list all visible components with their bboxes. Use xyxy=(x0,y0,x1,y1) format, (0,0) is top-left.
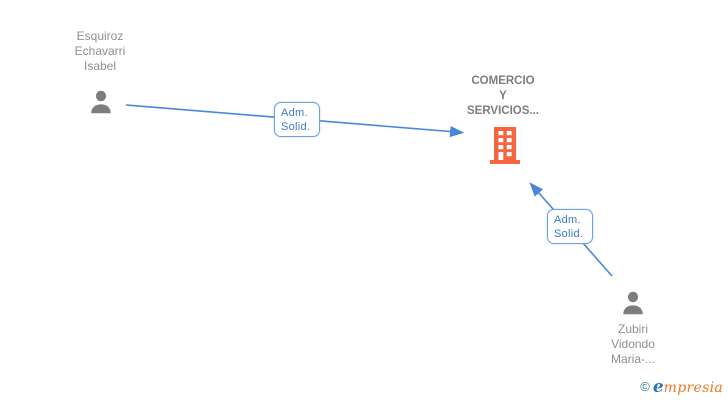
person1-node-icon[interactable] xyxy=(86,87,116,117)
company-name-line1: COMERCIO xyxy=(471,75,535,87)
person-icon xyxy=(91,90,111,114)
copyright-icon: © xyxy=(640,379,650,394)
edge-label-line2: Solid. xyxy=(281,121,311,133)
building-icon xyxy=(490,127,520,164)
edge-label-adm-solid-1[interactable]: Adm. Solid. xyxy=(274,102,320,137)
person2-name-line3: Maria-... xyxy=(610,352,655,366)
watermark-brand-text: mpresia xyxy=(663,380,723,396)
company-name-line2: Y xyxy=(499,90,507,102)
person2-name-line1: Zubiri xyxy=(617,322,648,336)
person2-name[interactable]: Zubiri Vidondo Maria-... xyxy=(563,322,703,367)
watermark-brand-initial: e xyxy=(652,377,664,397)
edge-label-adm-solid-2[interactable]: Adm. Solid. xyxy=(547,209,593,244)
edge-label-line1: Adm. xyxy=(281,107,308,119)
company-name-line3: SERVICIOS... xyxy=(466,105,539,117)
person1-name-line2: Echavarri xyxy=(74,44,126,58)
edge-label-line2: Solid. xyxy=(554,228,584,240)
person2-node-icon[interactable] xyxy=(618,288,648,318)
company-node-icon[interactable] xyxy=(489,127,521,164)
edge-label-line1: Adm. xyxy=(554,214,581,226)
person1-name-line3: Isabel xyxy=(83,59,117,73)
person-icon xyxy=(623,291,643,315)
person2-name-line2: Vidondo xyxy=(611,337,655,351)
empresia-watermark: ©empresia xyxy=(640,377,723,397)
company-name[interactable]: COMERCIO Y SERVICIOS... xyxy=(433,74,573,119)
person1-name-line1: Esquiroz xyxy=(76,29,124,43)
person1-name[interactable]: Esquiroz Echavarri Isabel xyxy=(30,29,170,74)
